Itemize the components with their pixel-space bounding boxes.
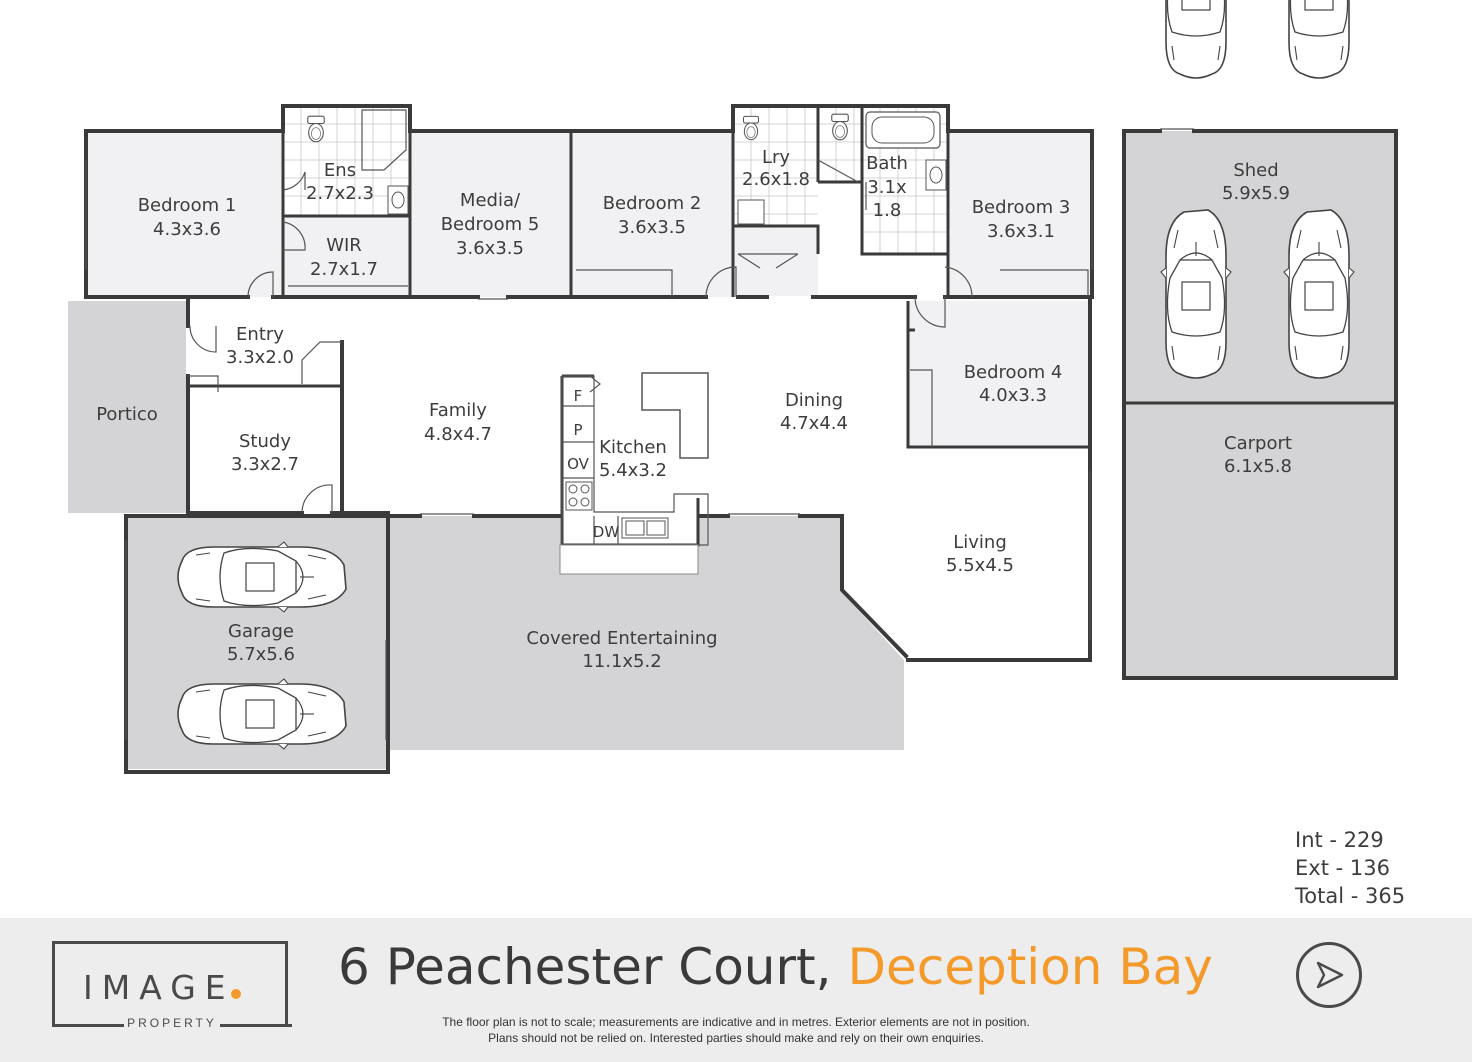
kitchen-island	[641, 372, 709, 459]
oven-label: OV	[567, 455, 590, 473]
floor-plan: Bedroom 1 4.3x3.6 Ens 2.7x2.3 WIR 2.7x1.…	[68, 0, 1398, 774]
room-size: 11.1x5.2	[582, 651, 661, 672]
fridge-label: F	[574, 387, 583, 405]
area-summary: Int - 229 Ext - 136 Total - 365	[1295, 826, 1415, 910]
room-name: WIR	[326, 235, 362, 256]
room-size: 3.6x3.5	[456, 238, 524, 259]
room-name: Study	[239, 431, 291, 452]
logo-word: IMAGE	[83, 968, 235, 1007]
room-size: 3.6x3.1	[987, 221, 1055, 242]
bedroom-2-area	[571, 131, 733, 297]
logo-subtitle: PROPERTY	[127, 1016, 217, 1030]
room-size: 3.1x	[867, 177, 907, 198]
room-name: Dining	[785, 390, 843, 411]
covered-entertaining-area	[390, 516, 904, 750]
cooktop-icon	[565, 481, 593, 511]
logo-dot-icon	[230, 989, 241, 999]
room-name: Kitchen	[599, 437, 667, 458]
room-name: Bedroom 4	[964, 362, 1063, 383]
brand-logo: IMAGE	[52, 941, 288, 1027]
room-name: Bedroom 5	[441, 214, 540, 235]
room-size: 2.6x1.8	[742, 169, 810, 190]
room-name: Bedroom 3	[972, 197, 1071, 218]
room-size: 4.8x4.7	[424, 424, 492, 445]
room-size: 4.7x4.4	[780, 413, 848, 434]
next-button[interactable]	[1296, 942, 1362, 1008]
total-area: Total - 365	[1295, 884, 1406, 908]
car-icon	[1283, 0, 1355, 79]
play-arrow-icon	[1316, 961, 1344, 989]
room-size: 5.7x5.6	[227, 644, 295, 665]
car-icon	[1160, 209, 1232, 379]
toilet-icon	[831, 113, 849, 141]
room-name: Ens	[324, 160, 356, 181]
pantry-label: P	[573, 421, 582, 439]
room-name: Portico	[96, 404, 158, 425]
room-size: 5.4x3.2	[599, 460, 667, 481]
room-name: Shed	[1233, 160, 1278, 181]
bedroom-3-area	[948, 131, 1092, 297]
room-size: 2.7x2.3	[306, 183, 374, 204]
bathtub-icon	[865, 111, 941, 149]
media-area	[410, 131, 571, 297]
room-size: 6.1x5.8	[1224, 456, 1292, 477]
disclaimer: The floor plan is not to scale; measurem…	[380, 1014, 1092, 1046]
room-name: Garage	[228, 621, 294, 642]
room-size: 4.0x3.3	[979, 385, 1047, 406]
disclaimer-line: The floor plan is not to scale; measurem…	[442, 1015, 1030, 1029]
room-name: Media/	[460, 190, 521, 211]
room-name: Lry	[762, 147, 790, 168]
room-name: Bath	[866, 153, 908, 174]
bedroom-1-area	[86, 131, 283, 297]
bedroom-4-area	[908, 301, 1090, 447]
room-size: 5.9x5.9	[1222, 183, 1290, 204]
shower-icon	[361, 109, 407, 171]
laundry-closet-area	[733, 226, 818, 296]
room-name: Covered Entertaining	[526, 628, 717, 649]
car-icon	[177, 541, 347, 613]
disclaimer-line: Plans should not be relied on. Intereste…	[488, 1031, 984, 1045]
toilet-icon	[307, 115, 325, 143]
room-size: 5.5x4.5	[946, 555, 1014, 576]
wir-area	[283, 216, 410, 297]
sink-icon	[621, 517, 669, 539]
carport-area	[1124, 403, 1396, 678]
internal-area: Int - 229	[1295, 828, 1384, 852]
property-address: 6 Peachester Court, Deception Bay	[338, 938, 1213, 996]
toilet-icon	[742, 115, 760, 141]
room-size: 3.3x2.7	[231, 454, 299, 475]
street-address: 6 Peachester Court,	[338, 938, 832, 996]
car-icon	[177, 678, 347, 750]
room-name: Family	[429, 400, 487, 421]
room-name: Entry	[236, 324, 284, 345]
doors	[188, 159, 973, 514]
car-icon	[1283, 209, 1355, 379]
room-size: 3.6x3.5	[618, 217, 686, 238]
external-area: Ext - 136	[1295, 856, 1390, 880]
room-name: Bedroom 2	[603, 193, 702, 214]
room-size: 4.3x3.6	[153, 219, 221, 240]
room-size: 1.8	[873, 200, 902, 221]
room-name: Bedroom 1	[138, 195, 237, 216]
room-name: Carport	[1224, 433, 1292, 454]
portico-area	[68, 301, 186, 513]
room-size: 2.7x1.7	[310, 259, 378, 280]
car-icon	[1160, 0, 1232, 79]
dishwasher-label: DW	[593, 523, 620, 541]
room-size: 3.3x2.0	[226, 347, 294, 368]
suburb-name: Deception Bay	[847, 938, 1213, 996]
room-name: Living	[953, 532, 1007, 553]
